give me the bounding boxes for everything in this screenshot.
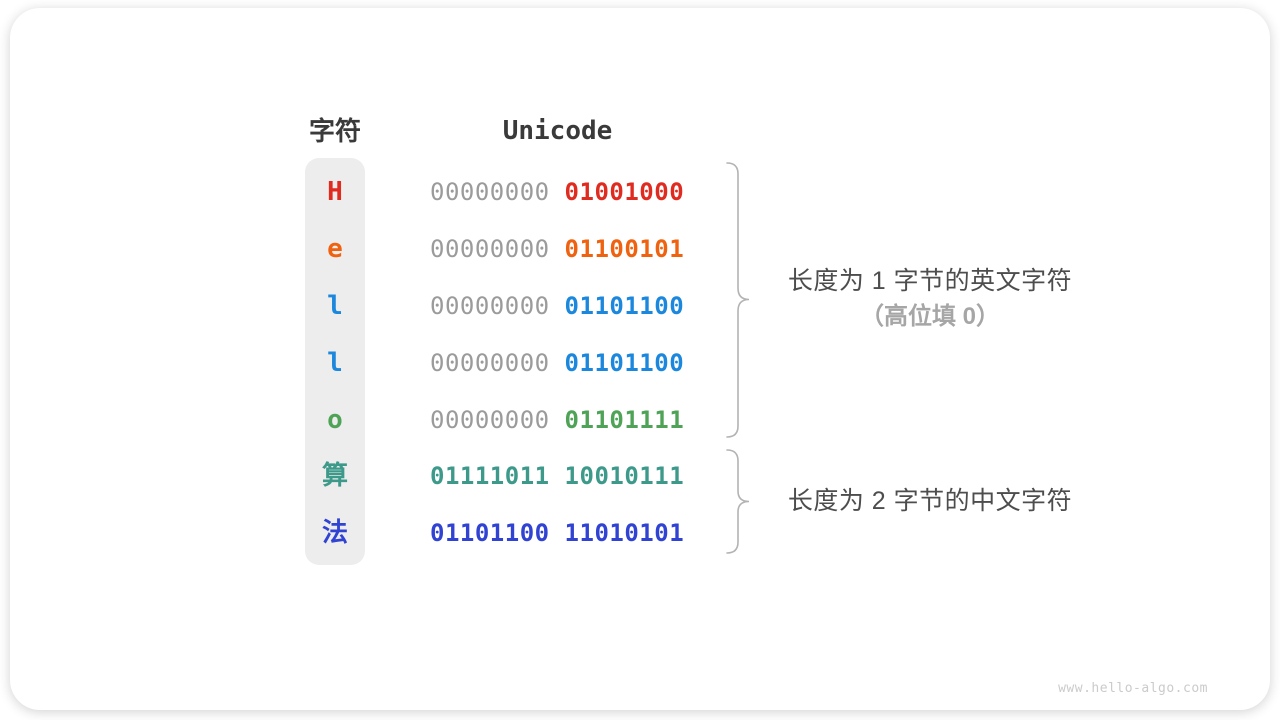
annotation-english-line2: （高位填 0） (859, 303, 1000, 330)
low-byte: 01001000 (564, 178, 685, 206)
table-row: o 00000000 01101111 (0, 391, 1280, 449)
character-cell: l (327, 291, 343, 321)
high-byte: 00000000 (430, 292, 550, 320)
high-byte: 00000000 (430, 349, 550, 377)
unicode-binary: 00000000 01100101 (430, 220, 684, 278)
high-byte: 00000000 (430, 178, 550, 206)
table-row: 法 01101100 11010101 (0, 504, 1280, 562)
table-row: 算 01111011 10010111 (0, 447, 1280, 505)
low-byte: 01100101 (564, 235, 685, 263)
low-byte: 01101100 (564, 349, 685, 377)
unicode-binary: 00000000 01101100 (430, 334, 684, 392)
annotation-english-line1: 长度为 1 字节的英文字符 (787, 267, 1073, 295)
annotation-chinese-line1: 长度为 2 字节的中文字符 (787, 487, 1073, 515)
low-byte: 10010111 (564, 462, 685, 490)
table-row: H 00000000 01001000 (0, 163, 1280, 221)
character-cell: e (327, 234, 343, 264)
character-cell: H (327, 177, 343, 207)
table-row: e 00000000 01100101 (0, 220, 1280, 278)
high-byte: 00000000 (430, 235, 550, 263)
character-column-background (305, 158, 365, 565)
diagram-card (10, 8, 1270, 710)
unicode-binary: 00000000 01101100 (430, 277, 684, 335)
high-byte: 01101100 (430, 519, 550, 547)
annotation-english-chars: 长度为 1 字节的英文字符 （高位填 0） (770, 266, 1090, 332)
unicode-binary: 01101100 11010101 (430, 504, 684, 562)
watermark-url: www.hello-algo.com (1058, 681, 1208, 696)
character-cell: 法 (321, 518, 348, 548)
column-header-character: 字符 (308, 116, 361, 146)
character-cell: 算 (321, 461, 348, 491)
table-row: l 00000000 01101100 (0, 277, 1280, 335)
character-cell: o (327, 405, 343, 435)
character-cell: l (327, 348, 343, 378)
high-byte: 01111011 (430, 462, 550, 490)
high-byte: 00000000 (430, 406, 550, 434)
column-header-unicode: Unicode (502, 116, 613, 146)
low-byte: 11010101 (564, 519, 685, 547)
unicode-binary: 00000000 01101111 (430, 391, 684, 449)
unicode-binary: 00000000 01001000 (430, 163, 684, 221)
low-byte: 01101111 (564, 406, 685, 434)
unicode-binary: 01111011 10010111 (430, 447, 684, 505)
table-row: l 00000000 01101100 (0, 334, 1280, 392)
low-byte: 01101100 (564, 292, 685, 320)
annotation-chinese-chars: 长度为 2 字节的中文字符 (770, 486, 1090, 516)
